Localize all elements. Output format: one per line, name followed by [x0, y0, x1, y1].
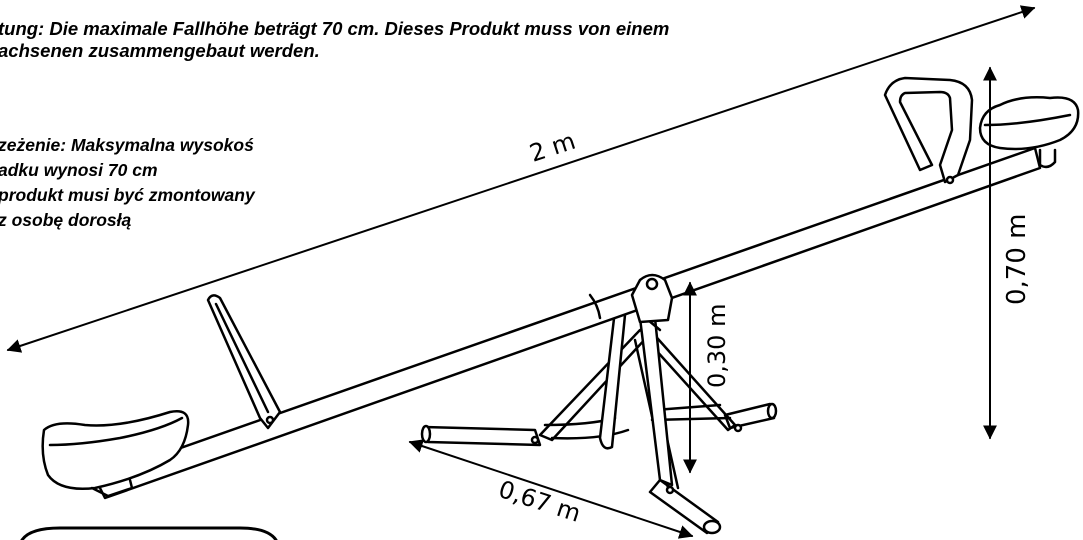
left-handle — [206, 294, 282, 430]
left-seat — [41, 410, 190, 498]
length-dimension-arrow — [6, 5, 1036, 353]
base-width-dimension-arrow — [408, 439, 694, 539]
base-width-dimension-label: 0,67 m — [495, 475, 584, 528]
height-dimension-label: 0,70 m — [1002, 214, 1032, 305]
partial-bottom-frame — [20, 526, 278, 540]
pivot-height-dimension-label: 0,30 m — [703, 304, 731, 388]
right-handle — [883, 76, 974, 185]
pivot-bracket — [630, 273, 674, 324]
seesaw-beam — [93, 146, 1042, 500]
